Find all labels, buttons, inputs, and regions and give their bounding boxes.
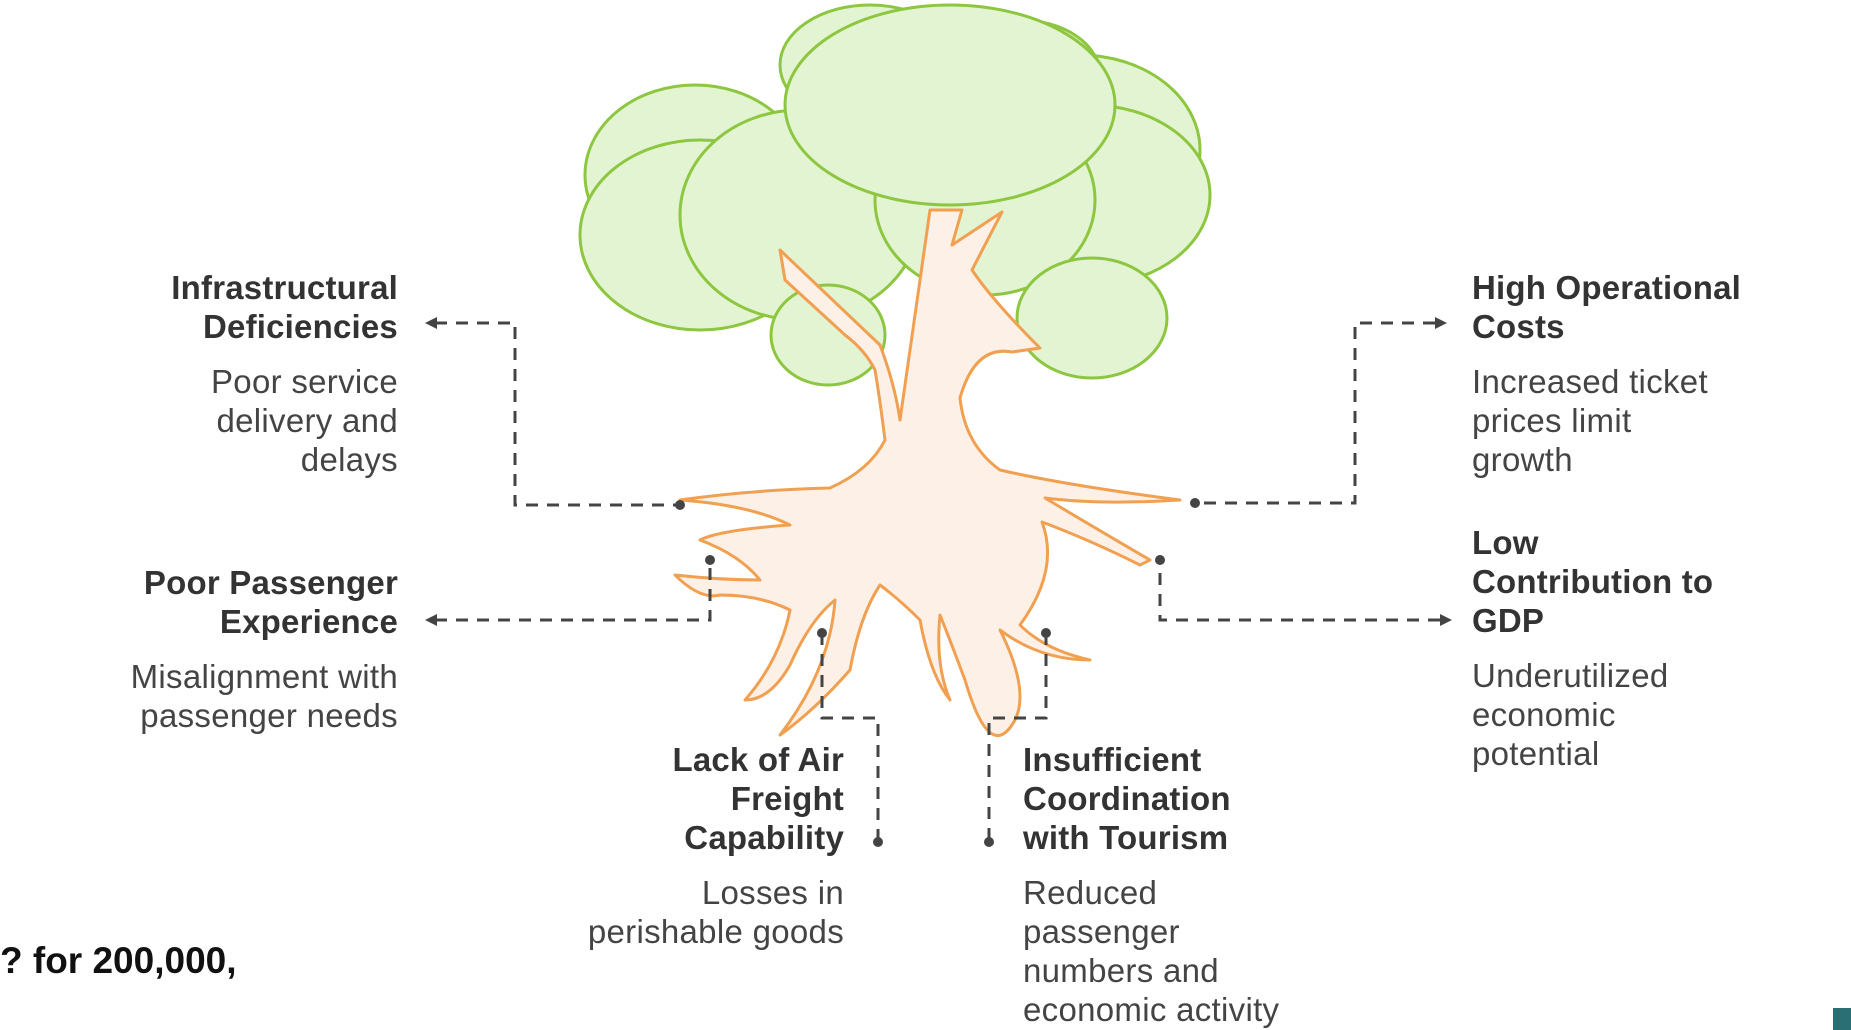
connector-infra [435,321,680,507]
clipped-text-fragment: ? for 200,000, [0,940,237,981]
gdp-title: Low Contribution to GDP [1472,524,1714,639]
passenger-title: Poor Passenger Experience [143,564,398,640]
costs-title: High Operational Costs [1472,269,1742,345]
tourism-title: Insufficient Coordination with Tourism [1023,741,1231,856]
tree-trunk-roots [673,208,1182,738]
freight-block: Lack of Air Freight Capability Losses in… [424,740,844,951]
arrowhead-costs [1435,317,1447,329]
connector-costs [1195,321,1435,505]
infra-block: Infrastructural Deficiencies Poor servic… [0,268,398,479]
arrowhead-freight [873,837,883,847]
infra-title: Infrastructural Deficiencies [171,269,398,345]
connector-freight [820,633,880,840]
arrowhead-passenger [425,614,437,626]
freight-title: Lack of Air Freight Capability [672,741,844,856]
arrowhead-infra [425,317,437,329]
tourism-desc: Reduced passenger numbers and economic a… [1023,874,1280,1028]
connector-gdp [1158,560,1440,622]
passenger-desc: Misalignment with passenger needs [130,658,398,734]
connector-lines [435,321,1440,840]
passenger-block: Poor Passenger Experience Misalignment w… [0,563,398,735]
costs-block: High Operational Costs Increased ticket … [1472,268,1832,479]
gdp-block: Low Contribution to GDP Underutilized ec… [1472,523,1832,773]
connector-tourism [987,633,1048,840]
connector-markers [425,317,1452,847]
arrowhead-gdp [1440,614,1452,626]
connector-passenger [435,560,712,622]
infra-desc: Poor service delivery and delays [210,363,398,478]
freight-desc: Losses in perishable goods [587,874,844,950]
tourism-block: Insufficient Coordination with Tourism R… [1023,740,1423,1029]
gdp-desc: Underutilized economic potential [1472,657,1669,772]
costs-desc: Increased ticket prices limit growth [1472,363,1708,478]
corner-mark [1833,1008,1851,1030]
tree-canopy [578,3,1212,387]
arrowhead-tourism [984,837,994,847]
